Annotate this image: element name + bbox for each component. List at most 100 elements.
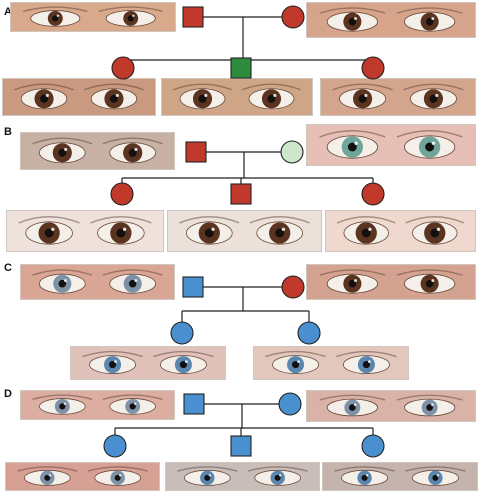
right-eye <box>102 269 163 294</box>
pupil <box>348 279 357 288</box>
pupil <box>114 474 121 481</box>
pupil <box>44 228 54 238</box>
right-eye <box>102 137 163 164</box>
pupil <box>198 94 207 103</box>
right-eye <box>87 466 148 486</box>
pupil <box>361 474 368 481</box>
eye-photo-a-child-2 <box>161 78 313 116</box>
pupil <box>358 94 367 103</box>
right-eye <box>247 466 308 486</box>
child-symbol-b-1 <box>110 182 134 206</box>
left-eye <box>17 466 78 486</box>
left-eye <box>32 394 93 415</box>
child-symbol-d-3 <box>361 434 385 458</box>
mother-symbol-d <box>278 392 302 416</box>
right-eye <box>336 350 397 374</box>
left-eye <box>18 216 80 245</box>
panel-label-b: B <box>4 126 12 138</box>
father-symbol-b <box>185 141 207 163</box>
pupil <box>129 403 136 410</box>
pupil <box>127 15 134 22</box>
pupil <box>432 474 439 481</box>
left-eye <box>23 6 88 27</box>
pupil <box>348 17 357 26</box>
eye-photo-d-father <box>20 390 175 420</box>
left-eye <box>179 216 240 245</box>
mother-symbol-c <box>281 275 305 299</box>
panel-label-c: C <box>4 262 12 274</box>
child-symbol-d-1 <box>103 434 127 458</box>
child-symbol-b-3 <box>361 182 385 206</box>
father-symbol-d <box>183 393 205 415</box>
eye-photo-a-father <box>10 2 176 32</box>
eye-photo-a-child-3 <box>320 78 476 116</box>
right-eye <box>396 7 463 32</box>
pupil <box>58 279 67 288</box>
pupil <box>425 279 434 288</box>
right-eye <box>396 394 463 417</box>
child-symbol-a-3 <box>361 56 385 80</box>
right-eye <box>242 83 301 110</box>
right-eye <box>90 216 152 245</box>
eye-photo-b-child-2 <box>167 210 322 252</box>
pupil <box>347 142 357 152</box>
pupil <box>52 15 59 22</box>
eye-photo-c-child-2 <box>253 346 409 380</box>
pupil <box>267 94 276 103</box>
child-symbol-c-2 <box>297 321 321 345</box>
pupil <box>274 474 281 481</box>
pupil <box>430 228 440 238</box>
left-eye <box>265 350 326 374</box>
right-eye <box>405 216 465 245</box>
pupil <box>44 474 51 481</box>
eye-photo-c-father <box>20 264 175 300</box>
child-symbol-b-2 <box>230 183 252 205</box>
pupil <box>426 404 433 411</box>
eye-photo-a-mother <box>306 2 476 38</box>
right-eye <box>403 83 464 110</box>
child-symbol-d-2 <box>230 435 252 457</box>
pupil <box>425 17 434 26</box>
right-eye <box>249 216 310 245</box>
right-eye <box>153 350 214 374</box>
left-eye <box>319 7 386 32</box>
pupil <box>128 279 137 288</box>
eye-photo-b-child-1 <box>6 210 164 252</box>
mother-symbol-b <box>280 140 304 164</box>
father-symbol-a <box>182 6 204 28</box>
panel-label-a: A <box>4 6 12 18</box>
father-symbol-c <box>182 276 204 298</box>
panel-label-d: D <box>4 388 12 400</box>
left-eye <box>177 466 238 486</box>
eye-photo-d-mother <box>306 390 476 422</box>
pupil <box>116 228 126 238</box>
pupil <box>109 94 118 103</box>
eye-photo-d-child-3 <box>322 462 478 491</box>
pupil <box>361 228 371 238</box>
pupil <box>179 361 187 369</box>
pupil <box>292 361 300 369</box>
left-eye <box>319 269 386 294</box>
left-eye <box>319 394 386 417</box>
left-eye <box>332 83 393 110</box>
eye-photo-b-child-3 <box>325 210 476 252</box>
eye-photo-d-child-1 <box>5 462 160 491</box>
pupil <box>349 404 356 411</box>
pupil <box>204 228 214 238</box>
left-eye <box>334 466 395 486</box>
left-eye <box>82 350 143 374</box>
eye-photo-b-father <box>20 132 175 170</box>
right-eye <box>396 269 463 294</box>
eye-photo-c-mother <box>306 264 476 300</box>
pupil <box>275 228 285 238</box>
pupil <box>429 94 438 103</box>
eye-photo-d-child-2 <box>165 462 320 491</box>
pupil <box>425 142 435 152</box>
right-eye <box>102 394 163 415</box>
left-eye <box>173 83 232 110</box>
left-eye <box>319 130 386 159</box>
left-eye <box>336 216 396 245</box>
pupil <box>40 94 49 103</box>
right-eye <box>84 83 144 110</box>
